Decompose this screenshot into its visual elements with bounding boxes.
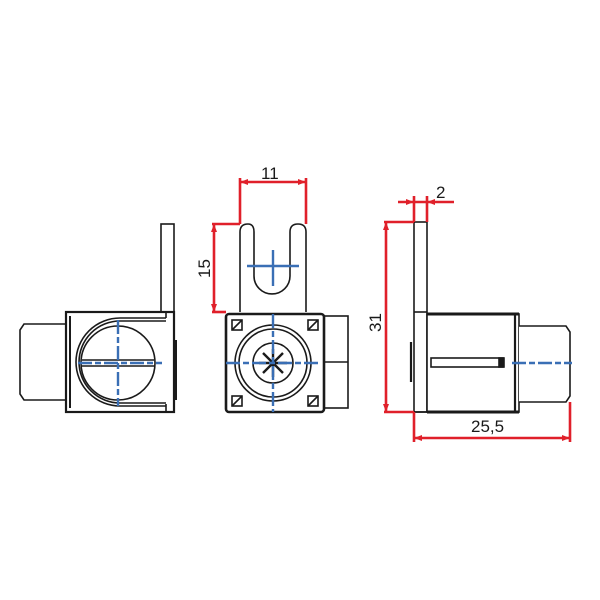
dimension-overall-length [412,402,572,442]
side-view-left [19,223,177,414]
dimension-overall-height [383,220,414,414]
centerlines-left [78,320,162,406]
dimension-tab-width [238,178,308,224]
dimension-label-overall-length: 25,5 [471,417,504,436]
dimension-label-tab-height: 15 [195,259,214,278]
dimension-label-tab-thickness: 2 [436,183,445,202]
centerlines-front [226,250,320,412]
dimension-label-tab-width: 11 [261,164,279,183]
dimension-label-overall-height: 31 [366,313,385,332]
dimension-tab-thickness [398,196,454,222]
side-view-right [409,221,571,414]
front-view [224,223,349,414]
dimension-tab-height [211,222,240,314]
